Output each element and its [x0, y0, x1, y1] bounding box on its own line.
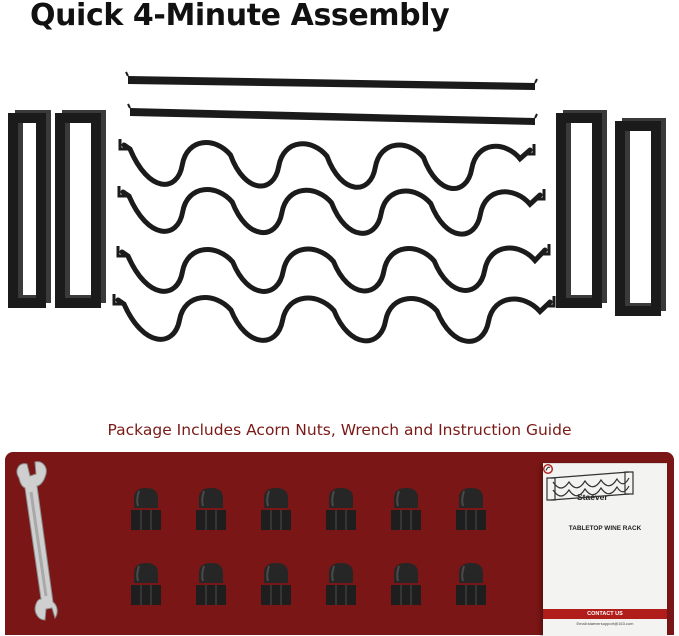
acorn-nut — [456, 563, 486, 605]
acorn-nut — [196, 488, 226, 530]
wave-rail — [112, 294, 556, 344]
guide-email: Email:staeversupport@163.com — [576, 621, 634, 626]
contact-bar: CONTACT US — [543, 609, 667, 619]
rack-thumbnail — [546, 471, 634, 501]
wave-rail — [118, 139, 536, 191]
rack-parts-illustration — [8, 71, 666, 344]
page-title: Quick 4-Minute Assembly — [30, 0, 450, 33]
side-frame — [615, 118, 666, 316]
acorn-nut — [196, 563, 226, 605]
brand-logo-icon — [543, 464, 553, 474]
instruction-guide: Staever TABLETOP WINE RACK CONTACT US Em… — [543, 463, 667, 636]
side-frame — [55, 110, 106, 308]
package-caption: Package Includes Acorn Nuts, Wrench and … — [107, 421, 572, 439]
acorn-nut — [131, 488, 161, 530]
acorn-nut — [391, 488, 421, 530]
package-panel: Staever TABLETOP WINE RACK CONTACT US Em… — [5, 452, 674, 636]
guide-title: TABLETOP WINE RACK — [568, 525, 642, 532]
side-frame — [556, 110, 607, 308]
acorn-nut — [261, 563, 291, 605]
connecting-rod — [127, 103, 538, 125]
acorn-nut — [391, 563, 421, 605]
wrench — [16, 461, 58, 621]
connecting-rod — [125, 71, 538, 90]
wave-rail — [116, 244, 551, 294]
acorn-nut — [326, 488, 356, 530]
acorn-nut — [326, 563, 356, 605]
package-items-illustration — [16, 461, 486, 621]
acorn-nut — [261, 488, 291, 530]
acorn-nut — [131, 563, 161, 605]
acorn-nut — [456, 488, 486, 530]
side-frame — [8, 110, 51, 308]
wave-rail — [117, 186, 546, 237]
